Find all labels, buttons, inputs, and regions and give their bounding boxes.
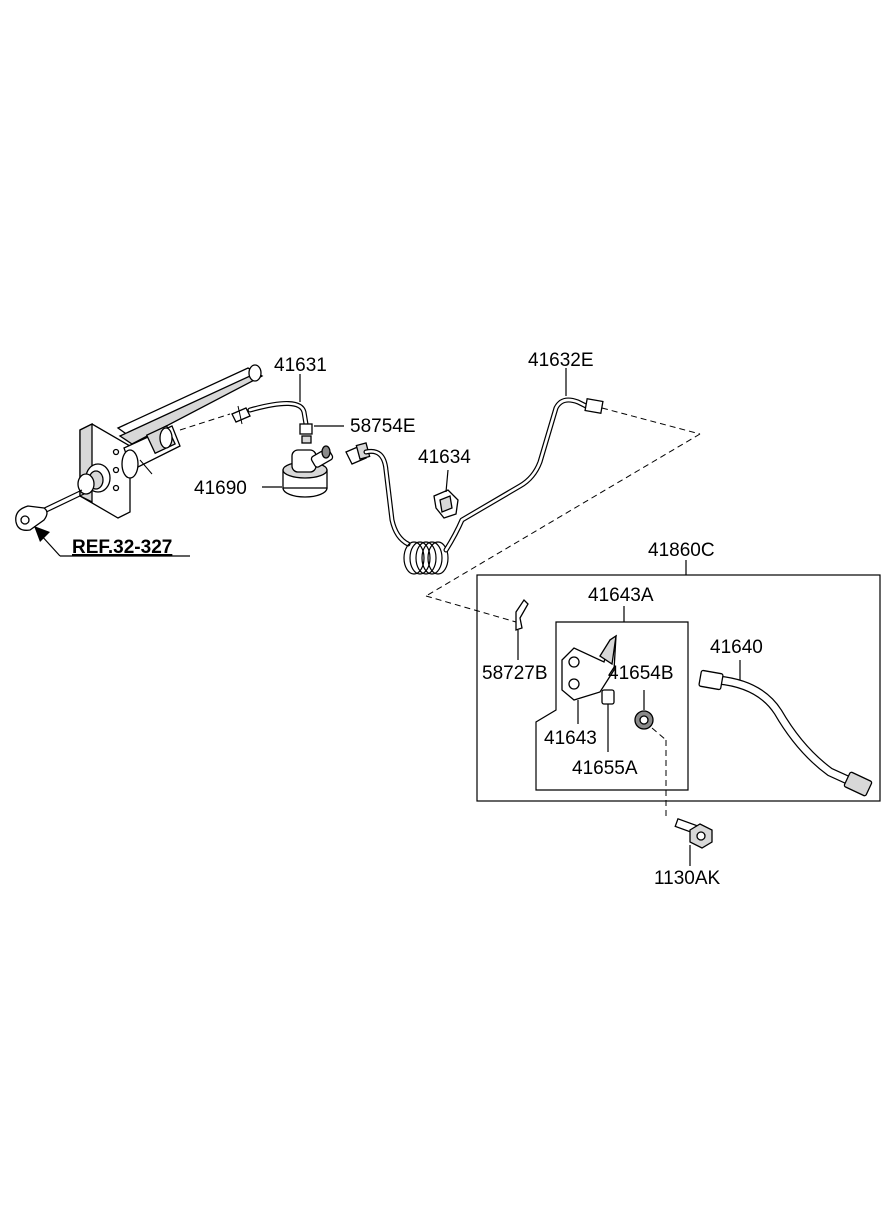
clip-58727B [515,598,529,631]
bolt-1130AK [674,817,713,849]
kit-41643a-box [535,621,689,791]
clip-41634 [433,489,459,519]
label-1130AK: 1130AK [654,868,721,889]
label-41643A: 41643A [588,585,654,606]
label-41643: 41643 [544,728,597,749]
label-41655A: 41655A [572,758,638,779]
nut-41654B [634,710,654,730]
label-41631: 41631 [274,355,327,376]
label-41690: 41690 [194,478,247,499]
seal-41655A [601,689,615,705]
clutch-master-cylinder [15,364,264,531]
label-41640: 41640 [710,637,763,658]
bracket-41643 [561,634,617,701]
pipe-41632E [345,397,604,575]
ref-arrow [34,526,190,557]
label-41654B: 41654B [608,663,674,684]
hose-41640 [698,669,873,797]
label-58754E: 58754E [350,416,416,437]
label-reference[interactable]: REF.32-327 [72,537,172,558]
label-58727B: 58727B [482,663,548,684]
label-41860C: 41860C [648,540,715,561]
kit-41860c-box [476,574,881,802]
label-41632E: 41632E [528,350,594,371]
label-41634: 41634 [418,447,471,468]
pipe-41631 [247,401,313,444]
connector-41690 [282,445,334,498]
